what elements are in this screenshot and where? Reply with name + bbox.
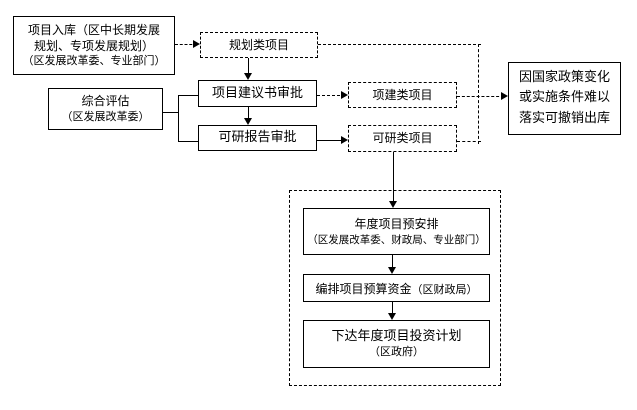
node-feasibility-approval: 可研报告审批	[198, 125, 317, 151]
proposal-type-projects-label: 项建类项目	[372, 87, 433, 102]
node-project-intake: 项目入库（区中长期发展 规划、专项发展规划） （区发展改革委、专业部门）	[13, 16, 175, 75]
connector-withdrawal-rail	[478, 44, 479, 144]
withdrawal-line3: 落实可撤销出库	[518, 110, 610, 126]
budget-funds-main: 编排项目预算资金	[315, 282, 412, 297]
connector-planning-to-withdrawal-rail	[318, 44, 481, 45]
connector-proposal-type-to-withdrawal	[457, 96, 504, 97]
connector-evaluation-to-proposal-approval	[178, 95, 198, 96]
annual-arrangement-line1: 年度项目预安排	[354, 217, 439, 232]
node-planning-projects: 规划类项目	[200, 32, 318, 58]
connector-planning-to-proposal-approval	[248, 58, 249, 74]
withdrawal-line2: 或实施条件难以	[518, 90, 610, 106]
connector-feasibility-type-to-annual	[393, 152, 394, 201]
connector-evaluation-to-feasibility-approval	[178, 141, 198, 142]
arrowhead-budget-to-issue-plan	[388, 313, 396, 320]
arrowhead-feasibility-approval-to-feasibility-type	[341, 136, 348, 144]
connector-feasibility-approval-to-feasibility-type	[317, 140, 342, 141]
arrowhead-proposal-approval-to-proposal-type	[341, 91, 348, 99]
connector-evaluation-bracket	[178, 95, 179, 141]
arrowhead-proposal-to-feasibility-approval	[244, 118, 252, 125]
project-intake-line2: 规划、专项发展规划）	[33, 39, 154, 54]
withdrawal-line1: 因国家政策变化	[518, 70, 610, 86]
comprehensive-evaluation-line1: 综合评估	[81, 94, 130, 109]
arrowhead-annual-to-budget	[388, 267, 396, 274]
connector-budget-to-issue-plan	[392, 302, 393, 313]
budget-funds-label: 编排项目预算资金（区财政局）	[315, 277, 477, 299]
budget-funds-sub: （区财政局）	[411, 283, 478, 297]
arrowhead-to-withdrawal	[501, 92, 508, 100]
connector-annual-to-budget	[392, 255, 393, 267]
feasibility-type-projects-label: 可研类项目	[372, 131, 433, 146]
node-annual-arrangement: 年度项目预安排 （区发展改革委、财政局、专业部门）	[303, 208, 490, 255]
arrowhead-intake-to-planning	[193, 40, 200, 48]
issue-plan-line2: （区政府）	[369, 345, 424, 359]
node-proposal-type-projects: 项建类项目	[348, 82, 457, 108]
arrowhead-planning-to-proposal-approval	[244, 73, 252, 80]
node-proposal-approval: 项目建议书审批	[198, 80, 317, 107]
node-comprehensive-evaluation: 综合评估 （区发展改革委）	[48, 88, 163, 130]
node-feasibility-type-projects: 可研类项目	[348, 125, 457, 152]
issue-plan-line1: 下达年度项目投资计划	[331, 328, 462, 344]
connector-feasibility-type-to-withdrawal-rail	[457, 141, 481, 142]
arrowhead-feasibility-type-to-annual	[389, 201, 397, 208]
node-withdrawal: 因国家政策变化 或实施条件难以 落实可撤销出库	[508, 62, 621, 135]
connector-intake-to-planning	[175, 44, 197, 45]
feasibility-approval-label: 可研报告审批	[218, 130, 297, 146]
connector-evaluation-stub	[163, 112, 179, 113]
annual-plan-group	[289, 190, 501, 386]
node-issue-plan: 下达年度项目投资计划 （区政府）	[303, 320, 490, 368]
connector-proposal-to-feasibility-approval	[248, 107, 249, 119]
connector-proposal-approval-to-proposal-type	[317, 95, 345, 96]
project-intake-line3: （区发展改革委、专业部门）	[22, 54, 166, 68]
proposal-approval-label: 项目建议书审批	[211, 85, 303, 101]
comprehensive-evaluation-line2: （区发展改革委）	[61, 109, 150, 123]
node-budget-funds: 编排项目预算资金（区财政局）	[303, 274, 490, 302]
project-intake-line1: 项目入库（区中长期发展	[27, 22, 160, 37]
planning-projects-label: 规划类项目	[228, 37, 289, 52]
annual-arrangement-line2: （区发展改革委、财政局、专业部门）	[307, 233, 486, 246]
